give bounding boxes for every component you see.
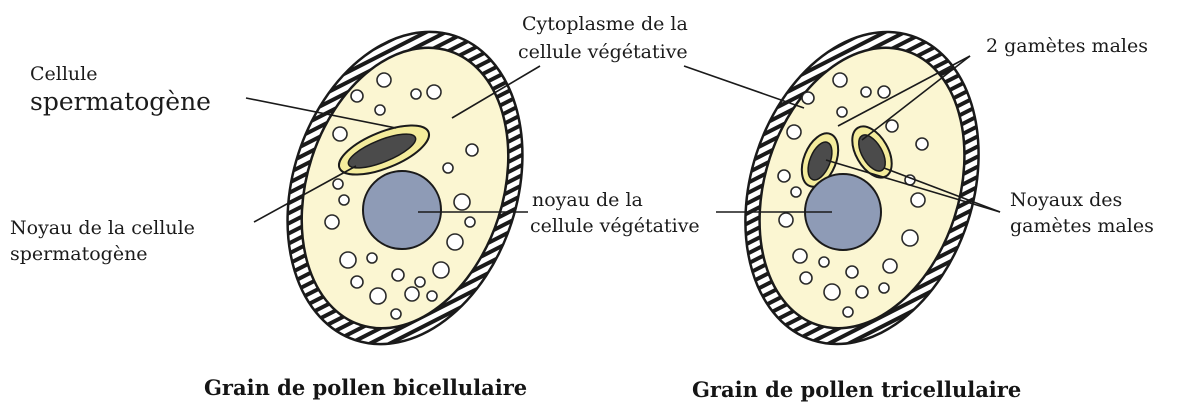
gamete-nuclei-label-line1: Noyaux des	[1010, 189, 1122, 211]
generative-nucleus-label-line2: spermatogène	[10, 243, 148, 265]
male-gametes-label: 2 gamètes males	[986, 35, 1148, 57]
vegetative-nucleus	[363, 171, 441, 249]
tricellular-caption: Grain de pollen tricellulaire	[692, 377, 1021, 402]
cytoplasm-label-line2: cellule végétative	[518, 41, 688, 63]
cytoplasm-label-line1: Cytoplasme de la	[522, 13, 688, 35]
generative-cell-label-line2: spermatogène	[30, 87, 211, 116]
vegetative-nucleus-label-line1: noyau de la	[532, 189, 643, 211]
generative-cell-label-line1: Cellule	[30, 63, 98, 85]
bicellular-caption: Grain de pollen bicellulaire	[204, 375, 527, 400]
generative-nucleus-label-line1: Noyau de la cellule	[10, 217, 195, 239]
bicellular-pollen-grain	[249, 1, 561, 375]
vegetative-nucleus-label-line2: cellule végétative	[530, 215, 700, 237]
gamete-nuclei-label-line2: gamètes males	[1010, 215, 1154, 237]
tricellular-pollen-grain	[707, 2, 1017, 375]
